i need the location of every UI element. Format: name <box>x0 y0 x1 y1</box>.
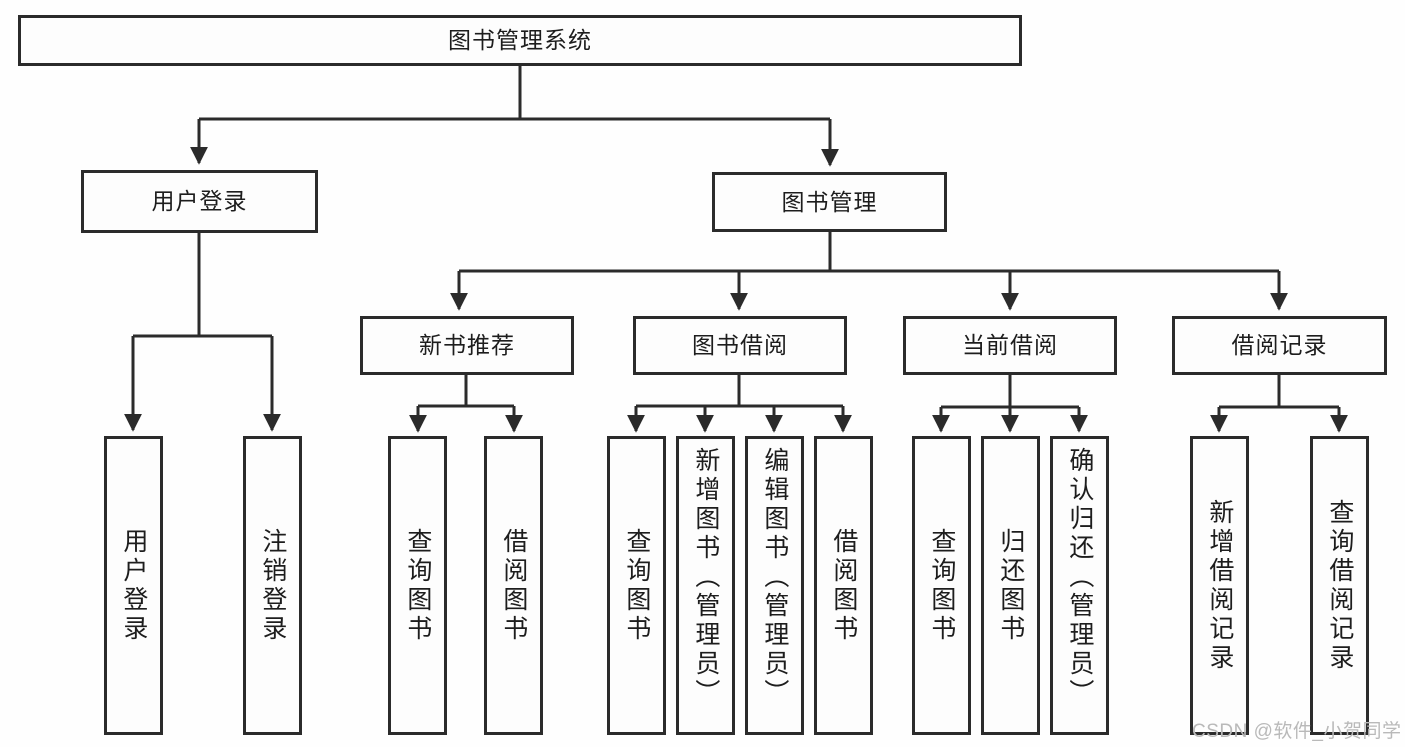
node-user-login[interactable]: 用户登录 <box>81 170 318 233</box>
node-book-borrow-label: 图书借阅 <box>692 332 788 359</box>
leaf-borrow-add-book-label: 新增图书（管理员） <box>691 447 720 708</box>
leaf-user-login-signin[interactable]: 用户登录 <box>104 436 163 735</box>
leaf-new-book-query-label: 查询图书 <box>403 527 432 644</box>
node-book-management[interactable]: 图书管理 <box>712 172 947 232</box>
leaf-borrow-query-book[interactable]: 查询图书 <box>607 436 666 735</box>
node-book-borrow[interactable]: 图书借阅 <box>633 316 847 375</box>
leaf-user-login-signin-label: 用户登录 <box>119 527 148 644</box>
leaf-current-confirm-return[interactable]: 确认归还（管理员） <box>1050 436 1109 735</box>
leaf-new-book-borrow-label: 借阅图书 <box>499 527 528 644</box>
node-root-system-label: 图书管理系统 <box>448 27 592 54</box>
leaf-current-query-book-label: 查询图书 <box>927 527 956 644</box>
node-borrow-record[interactable]: 借阅记录 <box>1172 316 1387 375</box>
leaf-new-book-borrow[interactable]: 借阅图书 <box>484 436 543 735</box>
leaf-user-login-signout[interactable]: 注销登录 <box>243 436 302 735</box>
node-root-system[interactable]: 图书管理系统 <box>18 15 1022 66</box>
leaf-borrow-edit-book[interactable]: 编辑图书（管理员） <box>745 436 804 735</box>
leaf-current-return-book-label: 归还图书 <box>996 527 1025 644</box>
node-book-management-label: 图书管理 <box>781 188 878 215</box>
node-borrow-record-label: 借阅记录 <box>1231 332 1328 359</box>
leaf-record-add[interactable]: 新增借阅记录 <box>1190 436 1249 735</box>
leaf-current-query-book[interactable]: 查询图书 <box>912 436 971 735</box>
leaf-borrow-edit-book-label: 编辑图书（管理员） <box>760 447 789 708</box>
csdn-watermark: CSDN @软件_小贺同学 <box>1192 721 1402 742</box>
node-new-book-recommend-label: 新书推荐 <box>419 332 515 359</box>
leaf-current-confirm-return-label: 确认归还（管理员） <box>1065 447 1094 708</box>
leaf-user-login-signout-label: 注销登录 <box>258 527 287 644</box>
leaf-borrow-query-book-label: 查询图书 <box>622 527 651 644</box>
node-current-borrow-label: 当前借阅 <box>962 332 1058 359</box>
leaf-borrow-borrow-book-label: 借阅图书 <box>829 527 858 644</box>
node-user-login-label: 用户登录 <box>151 188 248 215</box>
leaf-record-add-label: 新增借阅记录 <box>1205 498 1234 673</box>
leaf-record-query[interactable]: 查询借阅记录 <box>1310 436 1369 735</box>
leaf-new-book-query[interactable]: 查询图书 <box>388 436 447 735</box>
leaf-borrow-borrow-book[interactable]: 借阅图书 <box>814 436 873 735</box>
leaf-record-query-label: 查询借阅记录 <box>1325 498 1354 673</box>
leaf-current-return-book[interactable]: 归还图书 <box>981 436 1040 735</box>
node-new-book-recommend[interactable]: 新书推荐 <box>360 316 574 375</box>
leaf-borrow-add-book[interactable]: 新增图书（管理员） <box>676 436 735 735</box>
node-current-borrow[interactable]: 当前借阅 <box>903 316 1117 375</box>
